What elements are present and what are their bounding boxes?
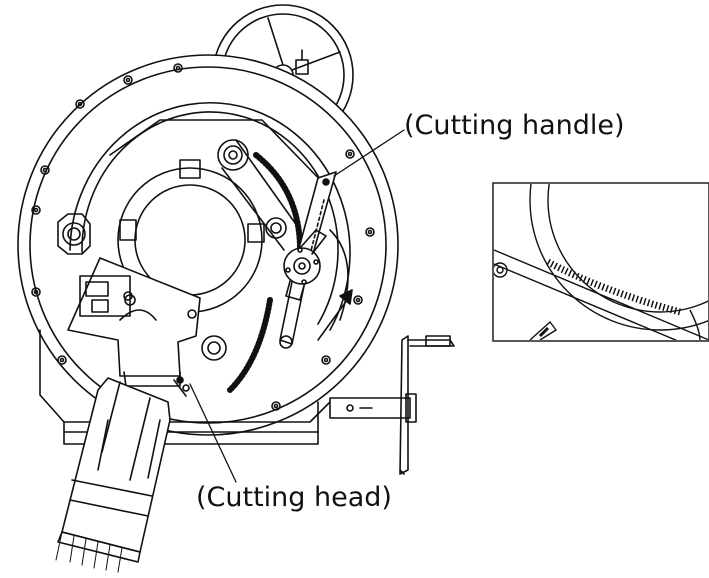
clamp-nut [57, 213, 91, 255]
head-leader-line [189, 383, 237, 483]
motor-housing [55, 377, 171, 573]
side-bracket [329, 229, 349, 321]
gear-detail-inset [492, 182, 709, 342]
gear-rack [221, 139, 303, 393]
main-housing [17, 54, 399, 445]
rotating-ring [69, 101, 351, 331]
upper-nut [217, 139, 287, 239]
cutting-head-label: (Cutting head) [196, 482, 392, 513]
feed-crank [329, 335, 455, 475]
cutting-head-assembly [67, 257, 227, 397]
cutting-handle-label: (Cutting handle) [404, 110, 625, 141]
handle-leader-line [333, 129, 405, 177]
cutting-handle-arm [279, 171, 353, 349]
